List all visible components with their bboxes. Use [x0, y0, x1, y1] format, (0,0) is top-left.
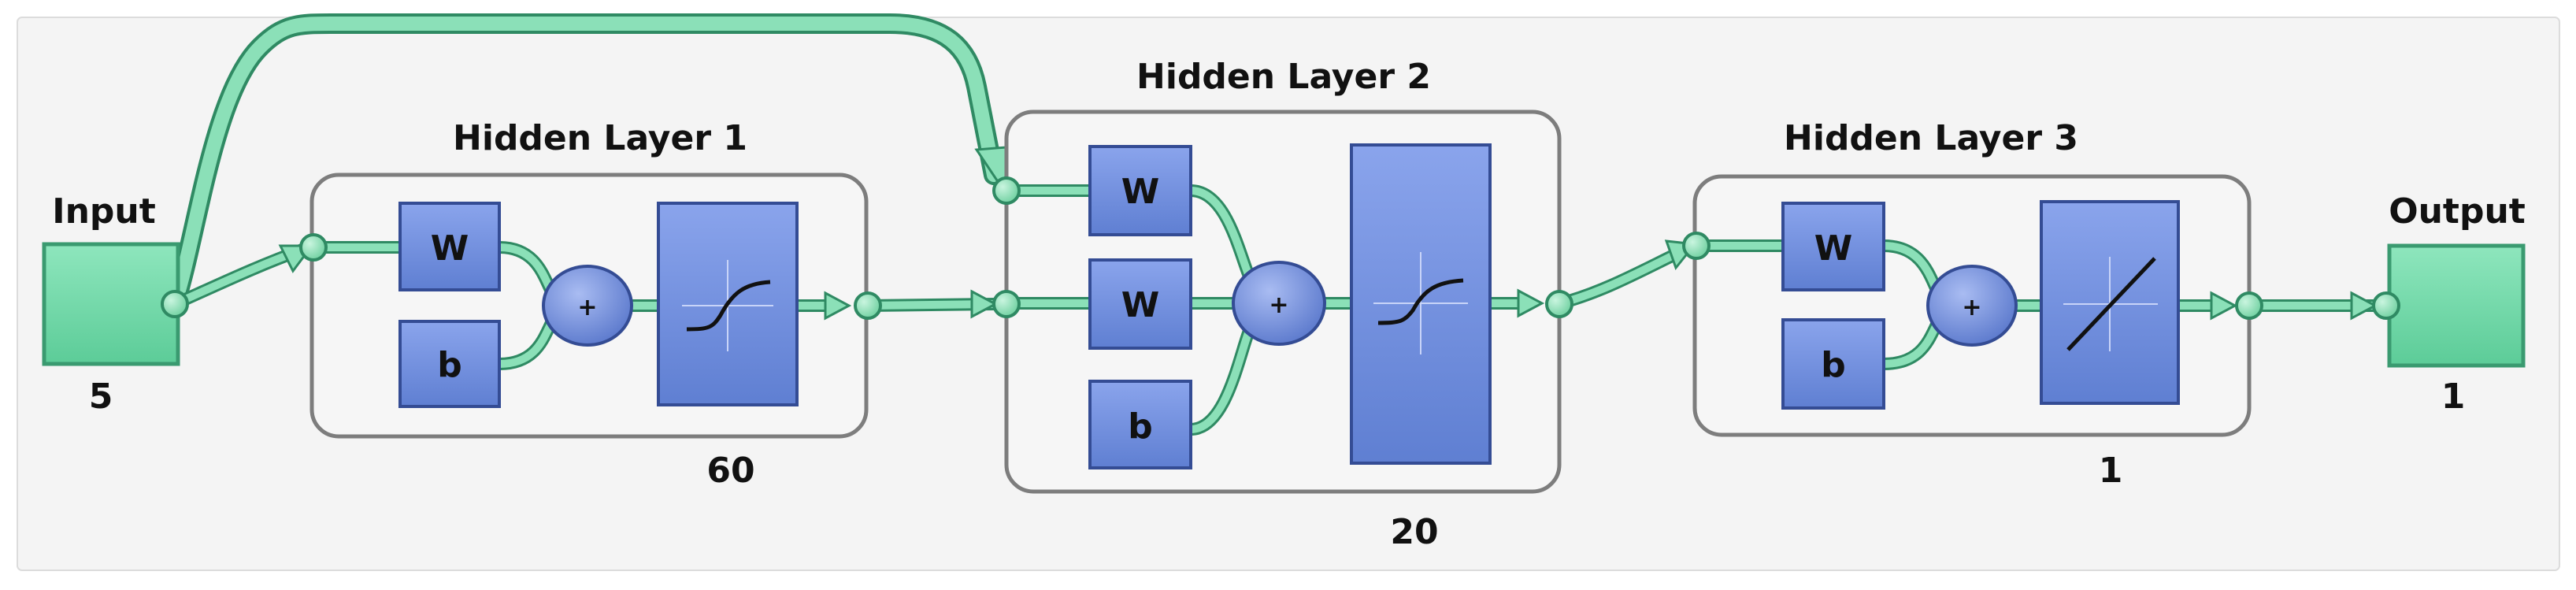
hidden-layer-1-weight-node — [398, 202, 501, 291]
hidden-layer-2-weight-label-1: W — [1121, 172, 1160, 212]
connector-dot — [161, 290, 189, 318]
hidden-layer-3-bias-label: b — [1821, 345, 1846, 385]
purelin-line-icon — [2066, 257, 2156, 351]
hidden-layer-3: Hidden Layer 3 W b + 1 — [1692, 118, 2252, 491]
hidden-layer-2-weight-node-1 — [1088, 145, 1192, 236]
connections — [172, 239, 2378, 321]
hidden-layer-1-title: Hidden Layer 1 — [453, 118, 747, 158]
hidden-layer-1-weight-label: W — [431, 228, 469, 269]
connector-dot — [1545, 290, 1573, 318]
connector-dot — [854, 291, 882, 320]
connector-dot — [299, 233, 328, 262]
hidden-layer-1-sum-symbol: + — [577, 294, 597, 321]
input-size: 5 — [89, 377, 113, 417]
connector-dots — [161, 176, 2400, 320]
hidden-layer-3-weight-label: W — [1814, 228, 1853, 269]
hidden-layer-2-sum-node — [1232, 261, 1326, 346]
tansig-curve-icon — [1377, 278, 1464, 325]
connector-dot — [992, 176, 1021, 205]
hidden-layer-3-sum-node — [1926, 265, 2018, 347]
hidden-layer-2-size: 20 — [1390, 512, 1438, 552]
hidden-layer-2-title: Hidden Layer 2 — [1136, 57, 1431, 97]
output-node — [2387, 243, 2526, 368]
hidden-layer-2-weight-label-2: W — [1121, 285, 1160, 325]
hidden-layer-1: Hidden Layer 1 W b + 60 — [309, 118, 869, 491]
hidden-layer-2-bias-node — [1088, 380, 1192, 469]
input-label: Input — [52, 191, 156, 232]
hidden-layer-3-title: Hidden Layer 3 — [1784, 118, 2078, 158]
connector-dot — [1682, 232, 1711, 260]
hidden-layer-3-size: 1 — [2099, 451, 2123, 491]
input-node — [42, 242, 180, 366]
hidden-layer-1-size: 60 — [706, 451, 754, 491]
hidden-layer-2-weight-node-2 — [1088, 258, 1192, 350]
tansig-curve-icon — [686, 280, 771, 332]
connector-dot — [992, 290, 1021, 318]
hidden-layer-1-bias-label: b — [437, 345, 462, 385]
output-label: Output — [2389, 191, 2526, 232]
hidden-layer-2-bias-label: b — [1128, 406, 1153, 447]
hidden-layer-3-bias-node — [1781, 318, 1885, 410]
output-block: Output 1 — [2387, 191, 2526, 417]
hidden-layer-2-sum-symbol: + — [1269, 291, 1288, 319]
connector-dot — [2372, 291, 2400, 320]
hidden-layer-3-sum-symbol: + — [1962, 294, 1981, 321]
connector-dot — [2235, 291, 2263, 320]
hidden-layer-1-sum-node — [542, 265, 633, 347]
hidden-layer-3-weight-node — [1781, 202, 1885, 291]
output-size: 1 — [2441, 377, 2466, 417]
hidden-layer-2: Hidden Layer 2 W W b + 20 — [1004, 57, 1562, 552]
hidden-layer-1-bias-node — [398, 320, 501, 408]
